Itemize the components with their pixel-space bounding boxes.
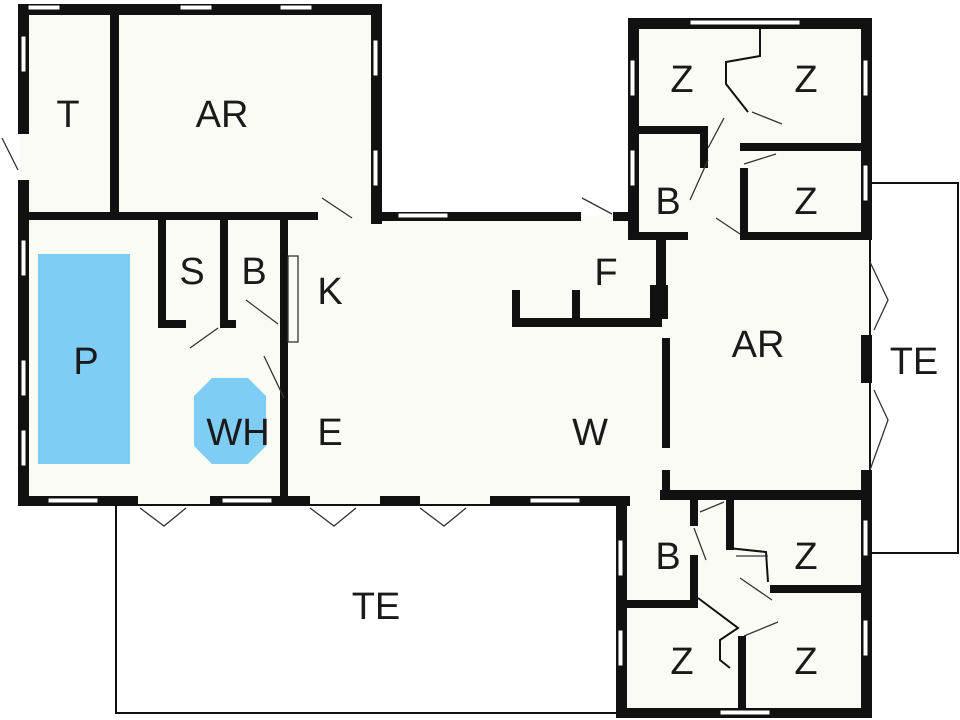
room-label-s: S — [179, 251, 204, 293]
room-label-t: T — [56, 94, 79, 136]
whirlpool — [194, 378, 266, 464]
room-label-z-bottom-right-b: Z — [794, 641, 817, 683]
door-swings — [1, 111, 889, 637]
terrace-right-area — [869, 182, 959, 554]
room-label-z-top-left: Z — [670, 59, 693, 101]
room-label-z-bottom-left: Z — [670, 641, 693, 683]
room-label-z-bottom-right-a: Z — [794, 536, 817, 578]
room-label-z-top-mid: Z — [794, 181, 817, 223]
stepped-walls — [697, 28, 769, 669]
room-label-ar-right: AR — [732, 324, 785, 366]
room-label-b-bottom: B — [655, 536, 680, 578]
floor-areas — [20, 8, 959, 716]
floor-north-wing — [20, 8, 380, 220]
room-label-te-bottom: TE — [352, 586, 401, 628]
room-label-f: F — [594, 252, 617, 294]
room-label-wh: WH — [206, 412, 269, 454]
floor-east-hall — [632, 20, 868, 504]
room-label-e: E — [317, 412, 342, 454]
room-label-b-left: B — [241, 251, 266, 293]
room-label-b-top: B — [655, 181, 680, 223]
room-label-te-right: TE — [890, 341, 939, 383]
room-label-k: K — [317, 271, 342, 313]
room-labels: T AR S B K P WH E W F AR TE TE Z Z B Z B… — [56, 59, 938, 683]
terrace-bottom-area — [115, 504, 623, 714]
room-label-p: P — [73, 341, 98, 383]
windows — [20, 4, 869, 716]
room-label-z-top-right: Z — [794, 59, 817, 101]
pool — [38, 254, 130, 464]
room-label-w: W — [572, 412, 608, 454]
room-label-ar-top: AR — [196, 94, 249, 136]
